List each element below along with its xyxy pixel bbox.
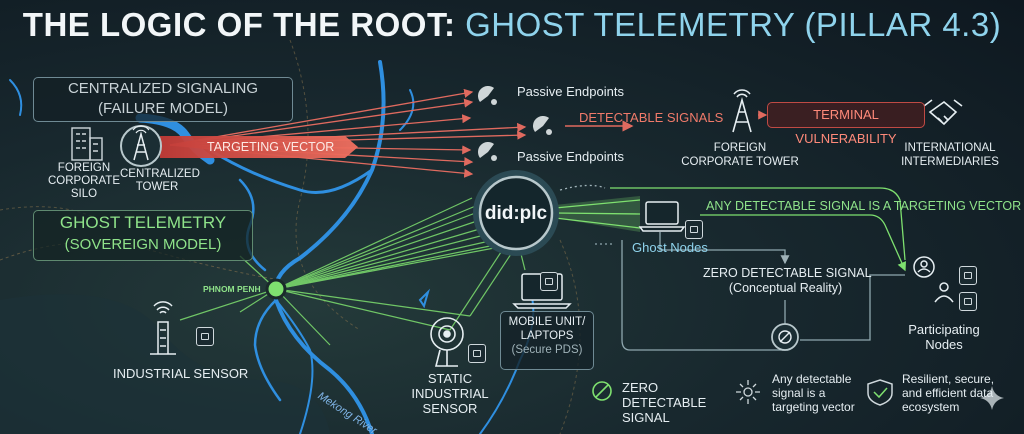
ghost-network-paths [595,232,905,351]
static-sensor-label: STATIC INDUSTRIAL SENSOR [411,371,489,416]
sovereign-model-subtitle: (SOVEREIGN MODEL) [64,236,222,253]
lock-icon [468,344,486,363]
zero-signal-subtitle: (Conceptual Reality) [728,281,843,295]
mobile-unit-line1: MOBILE UNIT/ [508,316,586,328]
zero-signal-node-icon [771,323,799,351]
legend-zero-signal-text: ZERO DETECTABLE SIGNAL [622,380,707,425]
targeting-vector-label: TARGETING VECTOR [207,140,335,154]
foreign-silo-label: FOREIGN CORPORATE SILO [48,162,120,200]
mobile-unit-box: MOBILE UNIT/ LAPTOPS (Secure PDS) [500,311,594,370]
centralized-tower-label: CENTRALIZED TOWER [120,168,200,193]
failure-model-box: CENTRALIZED SIGNALING (FAILURE MODEL) [33,77,293,122]
ghost-nodes-label: Ghost Nodes [632,240,708,255]
legend-targeting-text: Any detectable signal is a targeting vec… [772,372,855,414]
mobile-unit-line2: LAPTOPS [520,330,574,342]
passive-endpoints-bottom-label: Passive Endpoints [517,149,624,164]
sovereign-model-box: GHOST TELEMETRY (SOVEREIGN MODEL) [33,210,253,261]
participating-user-icons [913,256,954,303]
page-title: THE LOGIC OF THE ROOT: GHOST TELEMETRY (… [0,6,1024,44]
industrial-sensor-label: INDUSTRIAL SENSOR [113,366,249,381]
failure-model-subtitle: (FAILURE MODEL) [97,100,229,117]
mobile-unit-line3: (Secure PDS) [511,344,583,356]
centralized-tower-icon [120,125,162,167]
sovereign-telemetry-lines [179,197,526,346]
zero-signal-title: ZERO DETECTABLE SIGNAL [703,266,872,280]
foreign-tower-label: FOREIGN CORPORATE TOWER [681,142,799,168]
legend-signal-burst-icon [736,380,760,404]
foreign-tower-icon [732,89,752,133]
lock-icon [959,266,977,285]
legend-ecosystem-text: Resilient, secure, and efficient data ec… [902,372,995,414]
participating-nodes-label: Participating Nodes [908,322,980,352]
passive-endpoint-icons [478,86,552,161]
passive-endpoints-top-label: Passive Endpoints [517,84,624,99]
legend-no-signal-icon [592,381,612,401]
foreign-silo-building-icon [71,127,103,161]
ghost-connections [554,184,906,272]
title-sub: GHOST TELEMETRY (PILLAR 4.3) [465,6,1002,43]
any-detectable-banner: ANY DETECTABLE SIGNAL IS A TARGETING VEC… [706,199,1022,213]
lock-icon [540,272,558,291]
industrial-sensor-icon [150,301,176,355]
ghost-node-laptop-icon [638,201,686,232]
did-plc-label: did:plc [484,203,548,224]
detectable-signals-label: DETECTABLE SIGNALS [579,110,724,125]
failure-model-title: CENTRALIZED SIGNALING [67,80,259,97]
title-main: THE LOGIC OF THE ROOT: [22,6,456,43]
lock-icon [196,327,214,346]
static-sensor-camera-icon [430,317,464,367]
handshake-icon [923,99,963,126]
phnom-penh-node[interactable] [265,278,287,300]
terminal-vulnerability-label: TERMINAL VULNERABILITY [795,107,897,146]
lock-icon [685,220,703,239]
sovereign-model-title: GHOST TELEMETRY [59,213,227,232]
lock-icon [959,292,977,311]
targeting-vector-arrow [160,136,358,158]
terminal-vulnerability-box: TERMINAL VULNERABILITY [767,102,925,146]
zero-signal-label: ZERO DETECTABLE SIGNAL (Conceptual Reali… [703,266,872,296]
intermediaries-label: INTERNATIONAL INTERMEDIARIES [901,142,999,168]
sparkle-icon [980,386,1004,410]
did-plc-hub[interactable] [473,170,559,256]
phnom-penh-label: PHNOM PENH [203,284,261,294]
legend-shield-check-icon [867,379,893,406]
